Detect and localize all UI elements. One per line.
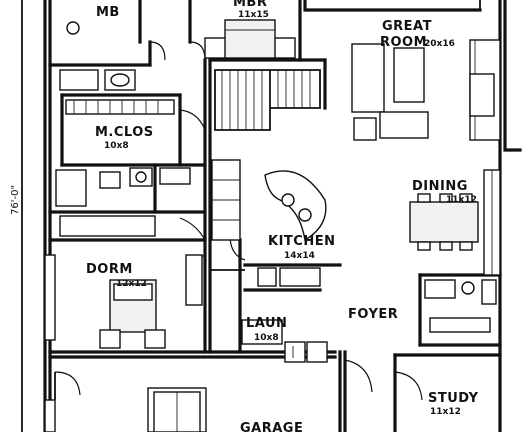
room-label-kitchen: KITCHEN (268, 234, 335, 249)
room-dims-dorm: 12x12 (116, 279, 147, 289)
room-dims-study: 11x12 (430, 407, 461, 417)
room-dims-mbr2: 11x15 (238, 10, 269, 20)
room-dims-laun: 10x8 (254, 333, 279, 343)
side-dimension: 76'-0" (10, 0, 23, 432)
room-dims-mclos: 10x8 (104, 141, 129, 151)
room-label-dorm: DORM (86, 262, 133, 277)
room-label-garage: GARAGE (240, 421, 303, 432)
room-dims-great-room: 20x16 (424, 39, 455, 49)
room-dims-kitchen: 14x14 (284, 251, 315, 261)
room-label-great: GREAT (382, 19, 432, 34)
room-label-dining: DINING (412, 179, 468, 194)
room-labels: MB MBR 11x15 GREAT ROOM 20x16 M.CLOS 10x… (86, 0, 479, 432)
room-label-foyer: FOYER (348, 307, 398, 322)
room-label-mbr2: MBR (233, 0, 267, 10)
furniture (55, 19, 497, 432)
room-label-mclos: M.CLOS (95, 125, 154, 140)
room-label-room: ROOM (380, 35, 427, 50)
overall-dimension-label: 76'-0" (10, 185, 21, 215)
room-label-study: STUDY (428, 391, 479, 406)
room-label-laun: LAUN (246, 316, 287, 331)
interior-walls (48, 0, 502, 432)
room-label-mb: MB (96, 5, 120, 20)
stair (214, 69, 321, 131)
room-dims-dining: 11x12 (446, 195, 477, 205)
